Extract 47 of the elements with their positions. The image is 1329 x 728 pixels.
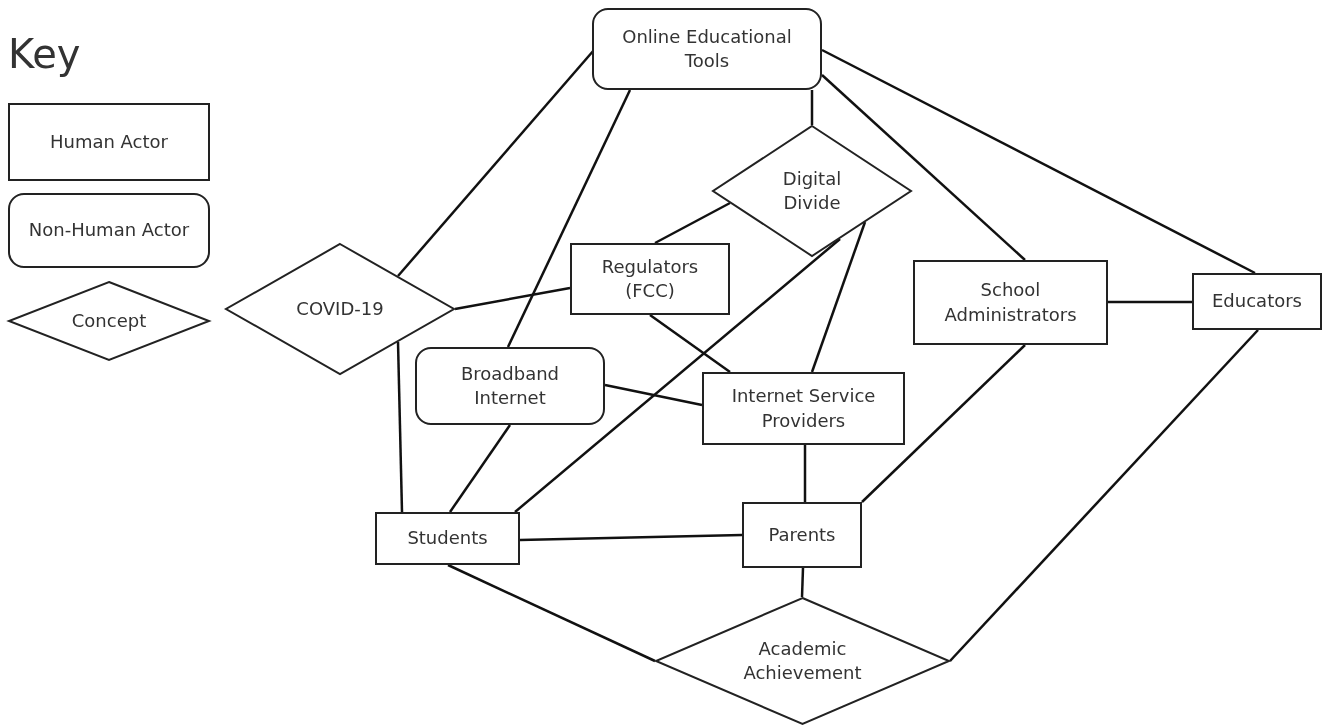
connector-line <box>454 286 571 311</box>
connector-line <box>810 90 814 125</box>
concept-diamond <box>655 597 950 725</box>
connector-line <box>949 329 1259 662</box>
node-label: Online Educational Tools <box>621 24 793 73</box>
rounded-box <box>592 8 822 90</box>
actor-box <box>702 372 905 445</box>
connector-line <box>821 48 1256 275</box>
connector-line <box>514 238 841 513</box>
concept-diamond <box>712 125 912 257</box>
connector-line <box>821 74 1026 261</box>
node-label: School Administrators <box>943 278 1078 327</box>
connector-line <box>396 341 404 513</box>
connector-line <box>649 314 731 373</box>
concept-diamond <box>8 281 210 361</box>
node-label: Broadband Internet <box>459 361 561 410</box>
connector-line <box>448 424 512 513</box>
node-label: Students <box>406 526 489 551</box>
connector-line <box>810 221 867 373</box>
connector-line <box>803 445 807 502</box>
concept-diamond <box>225 243 455 375</box>
actor-box <box>8 103 210 181</box>
actor-box <box>570 243 730 315</box>
connector-line <box>519 533 743 542</box>
node-label: Non-Human Actor <box>27 218 191 243</box>
connector-line <box>506 89 632 348</box>
actor-box <box>375 512 520 565</box>
rounded-box <box>8 193 210 268</box>
actor-box <box>913 260 1108 345</box>
connector-line <box>654 201 731 245</box>
node-label: Academic Achievement <box>742 636 863 685</box>
actor-box <box>742 502 862 568</box>
node-label: Concept <box>70 308 148 333</box>
connector-line <box>800 567 805 598</box>
actor-box <box>1192 273 1322 330</box>
connector-line <box>861 344 1026 503</box>
node-label: COVID-19 <box>295 296 385 321</box>
connector-line <box>447 563 656 663</box>
node-label: Parents <box>767 522 837 547</box>
node-label: Regulators (FCC) <box>600 254 700 303</box>
node-label: Human Actor <box>49 129 169 154</box>
rounded-box <box>415 347 605 425</box>
node-label: Digital Divide <box>781 166 843 215</box>
node-label: Educators <box>1211 289 1303 314</box>
connector-line <box>604 383 703 407</box>
node-label: Internet Service Providers <box>730 384 877 433</box>
connector-line <box>1108 300 1192 304</box>
